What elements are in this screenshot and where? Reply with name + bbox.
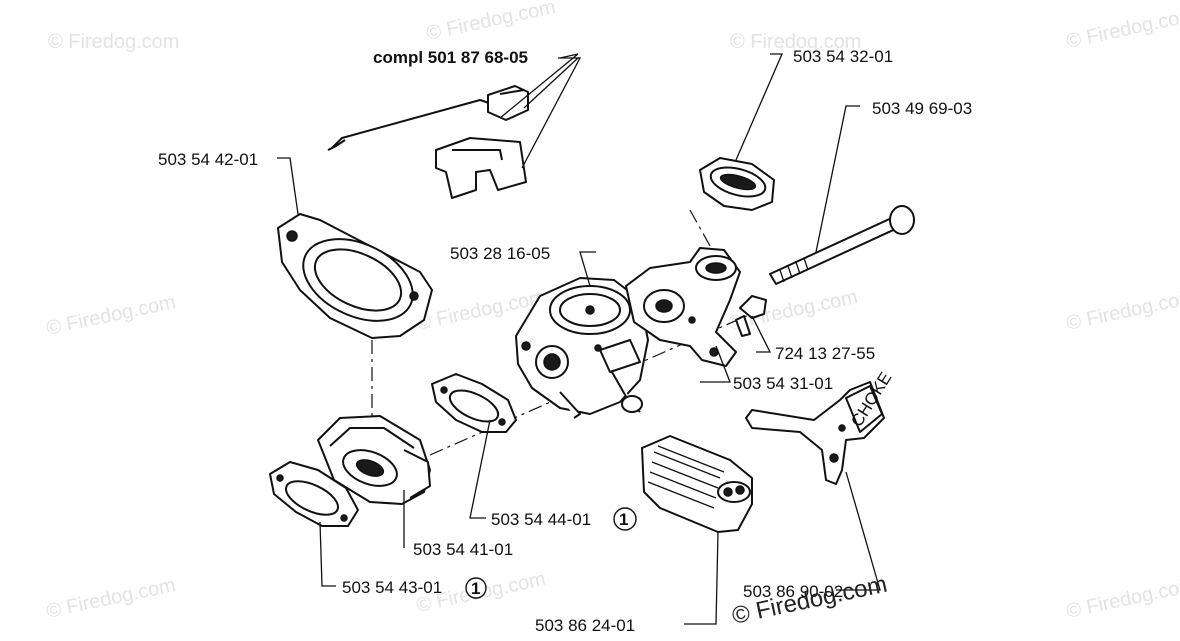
part-label-rubber-ring: 503 54 32-01 — [793, 47, 893, 66]
part-labels: compl 501 87 68-05 503 54 32-01 503 49 6… — [158, 47, 972, 635]
gasket-lower — [269, 461, 359, 527]
part-label-screw: 724 13 27-55 — [775, 344, 875, 363]
marker-number: 1 — [619, 510, 628, 529]
part-label-choke-lever: 503 86 90-02 — [743, 582, 843, 601]
part-label-intake-elbow: 503 54 41-01 — [413, 540, 513, 559]
leader-lines — [277, 53, 881, 625]
part-label-gasket-small: 503 54 44-01 — [491, 510, 591, 529]
part-label-gasket-plate: 503 54 42-01 — [158, 150, 258, 169]
watermark: © Firedog.com — [44, 291, 177, 340]
circled-marker-2: 1 — [465, 577, 487, 599]
watermark: © Firedog.com — [48, 31, 179, 53]
marker-number: 1 — [471, 579, 480, 598]
intake-manifold — [625, 247, 741, 367]
watermark: © Firedog.com — [1064, 4, 1180, 53]
watermark: © Firedog.com — [44, 574, 177, 623]
rubber-ring — [699, 157, 775, 211]
carburetor — [515, 277, 649, 419]
part-label-long-bolt: 503 49 69-03 — [872, 99, 972, 118]
part-label-air-filter: 503 86 24-01 — [535, 616, 635, 635]
part-label-compl-kit: compl 501 87 68-05 — [373, 48, 528, 67]
circled-marker-1: 1 — [613, 507, 637, 531]
air-filter — [641, 435, 753, 533]
long-bolt — [769, 205, 915, 285]
throttle-rod-kit — [327, 85, 529, 199]
watermark: © Firedog.com — [1064, 286, 1180, 335]
part-label-gasket-lower: 503 54 43-01 — [342, 578, 442, 597]
intake-elbow — [317, 415, 431, 505]
watermark: © Firedog.com — [424, 0, 557, 45]
carb-gasket-plate — [277, 213, 433, 339]
part-label-carburetor: 503 28 16-05 — [450, 244, 550, 263]
screw — [735, 295, 767, 337]
watermark: © Firedog.com — [1064, 574, 1180, 623]
watermark-large: © Firedog.com — [730, 571, 890, 630]
watermark: © Firedog.com — [730, 31, 861, 53]
part-label-intake-manifold: 503 54 31-01 — [733, 374, 833, 393]
gasket-small — [431, 373, 517, 433]
